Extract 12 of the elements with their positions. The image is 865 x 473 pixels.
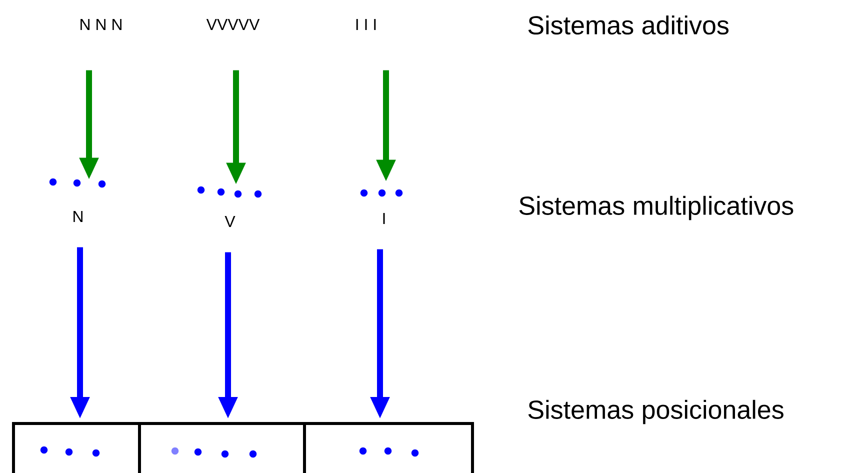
table-cell — [12, 422, 141, 473]
dots-with-letter: V — [197, 186, 262, 227]
table-cell — [303, 422, 474, 473]
numeral-text: I I I — [356, 18, 376, 30]
dots-with-letter: N — [49, 178, 106, 222]
system-label: Sistemas multiplicativos — [519, 196, 794, 220]
dots-with-letter: I — [360, 189, 403, 224]
system-label: Sistemas posicionales — [528, 400, 784, 424]
table-cell — [138, 422, 306, 473]
numeral-text: N N N — [80, 18, 122, 30]
system-label: Sistemas aditivos — [528, 15, 729, 35]
numeral-text: VVVVV — [206, 18, 260, 30]
